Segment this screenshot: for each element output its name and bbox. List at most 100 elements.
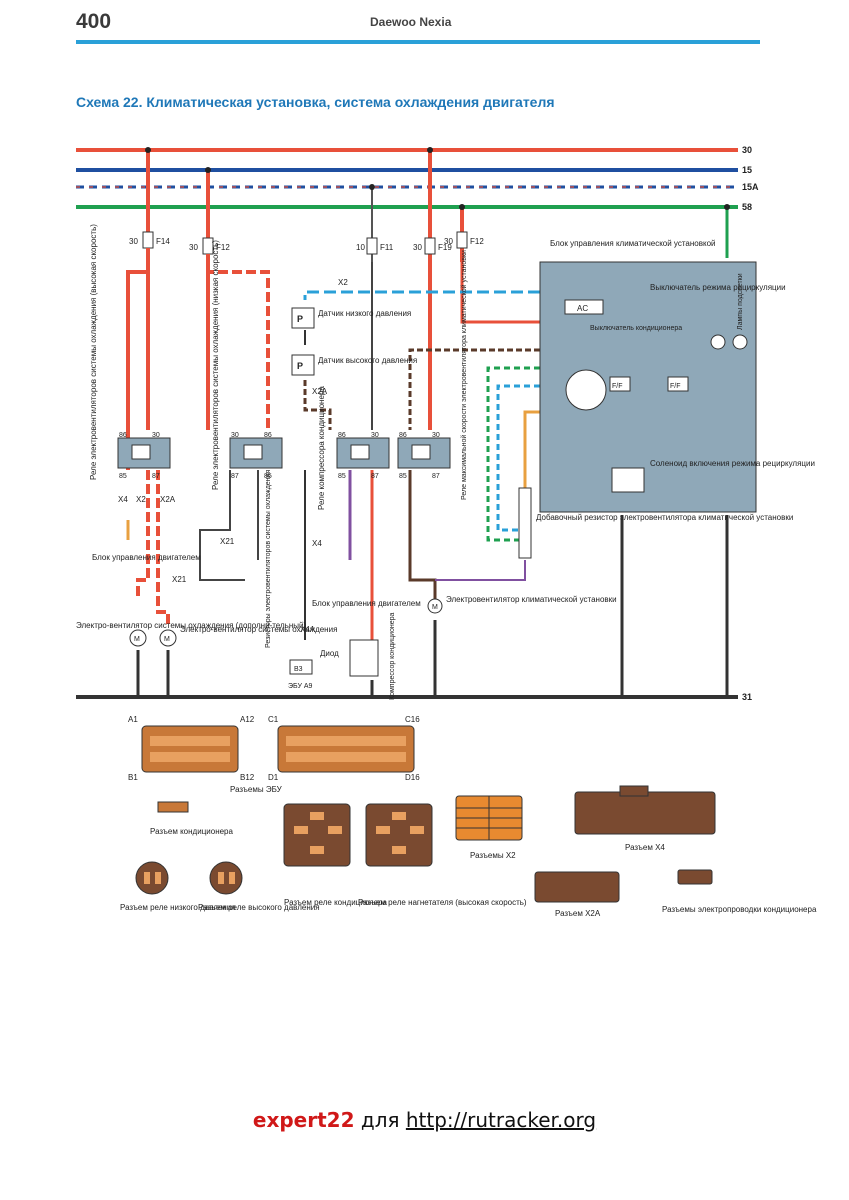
- ecu-pin-a12: A12: [240, 715, 255, 724]
- svg-text:P: P: [297, 314, 303, 324]
- diagram-title: Схема 22. Климатическая установка, систе…: [76, 94, 555, 110]
- connector-x2-label: X2: [338, 278, 348, 287]
- svg-text:85: 85: [338, 473, 346, 480]
- connector-x4-label: X4: [118, 495, 128, 504]
- ac-connector: [157, 801, 189, 813]
- relay-blower-connector-label: Разъем реле нагнетателя (высокая скорост…: [358, 898, 527, 907]
- svg-text:87: 87: [371, 473, 379, 480]
- motor-extra-fan: M: [129, 629, 147, 647]
- footer-link[interactable]: http://rutracker.org: [405, 1108, 597, 1132]
- ecu-block-label-1: Блок управления двигателем: [92, 553, 201, 562]
- svg-text:87: 87: [432, 473, 440, 480]
- svg-text:30: 30: [432, 432, 440, 439]
- x4-connector: [574, 785, 716, 835]
- climate-block-label: Блок управления климатической установкой: [550, 239, 715, 248]
- wiring: [126, 248, 540, 650]
- compressor-box: [349, 639, 379, 677]
- ecu-pin-d1: D1: [268, 773, 279, 782]
- page-number: 400: [76, 10, 112, 33]
- connector-x2-left-label: X2: [136, 495, 146, 504]
- ecu-pin-b1: B1: [128, 773, 138, 782]
- pressure-high-connector: [209, 861, 243, 895]
- connector-x21-label: X21: [172, 575, 187, 584]
- svg-text:P: P: [297, 361, 303, 371]
- svg-text:M: M: [432, 604, 438, 611]
- fan-extra-label: Электро-вентилятор системы охлаждения (д…: [76, 621, 306, 630]
- add-resistor-label: Добавочный резистор электровентилятора к…: [536, 513, 793, 522]
- relay-low-label: Реле электровентиляторов системы охлажде…: [211, 240, 220, 490]
- climate-control-block: AC F/F F/F: [539, 261, 757, 513]
- ac-connector-label: Разъем кондиционера: [150, 827, 234, 836]
- relay-blower-connector: [365, 803, 433, 867]
- sensor-low-pressure: P Датчик низкого давления: [291, 307, 411, 329]
- relay-ac-connector: [283, 803, 351, 867]
- compressor-label: Компрессор кондиционера: [389, 612, 396, 700]
- fan-main-label: Электро-вентилятор системы охлаждения: [180, 625, 337, 634]
- svg-text:30: 30: [129, 237, 138, 246]
- svg-text:30: 30: [152, 432, 160, 439]
- relay-high-label: Реле электровентиляторов системы охлажде…: [89, 224, 98, 480]
- header-rule: [76, 40, 760, 44]
- ecu-connector-cd: [277, 725, 415, 773]
- ground-drops: [136, 515, 729, 697]
- x2-connector: [455, 795, 523, 841]
- svg-text:Датчик высокого давления: Датчик высокого давления: [318, 356, 417, 365]
- svg-text:Датчик низкого давления: Датчик низкого давления: [318, 309, 411, 318]
- ecu-a9-label: ЭБУ А9: [288, 683, 313, 690]
- svg-text:F19: F19: [438, 243, 452, 252]
- rail-label-15a: 15A: [742, 182, 759, 192]
- ecu-pin-a1: A1: [128, 715, 138, 724]
- relay-max-label: Реле максимальной скорости электровентил…: [460, 250, 468, 500]
- relay-high-speed: 86 30 85 87: [117, 432, 171, 480]
- connector-x2a-left-label: X2A: [160, 495, 176, 504]
- svg-text:F/F: F/F: [612, 383, 623, 390]
- fuse-f11: 10 F11: [356, 237, 394, 255]
- svg-text:AC: AC: [577, 304, 588, 313]
- climate-fan-label: Электровентилятор климатической установк…: [446, 595, 617, 604]
- connector-x4a-label: X4A: [300, 625, 316, 634]
- rail-junctions: [145, 147, 730, 210]
- svg-text:30: 30: [189, 243, 198, 252]
- svg-text:F/F: F/F: [670, 383, 681, 390]
- lamps-label: Лампы подсветки: [737, 273, 744, 330]
- svg-text:F14: F14: [156, 237, 170, 246]
- ecu-pin-c1: C1: [268, 715, 279, 724]
- svg-text:86: 86: [264, 432, 272, 439]
- connector-x21-b-label: X21: [220, 537, 235, 546]
- svg-text:87: 87: [231, 473, 239, 480]
- add-resistor: [518, 487, 532, 559]
- ac-switch-label: Выключатель кондиционера: [590, 325, 682, 332]
- rail-label-58: 58: [742, 202, 752, 212]
- ecu-connector-ab: [141, 725, 239, 773]
- ecu-connectors-title: Разъемы ЭБУ: [230, 785, 283, 794]
- rail-label-30: 30: [742, 145, 752, 155]
- footer-middle: для: [360, 1108, 400, 1132]
- svg-text:M: M: [164, 636, 170, 643]
- x2a-connector-label: Разъем X2A: [555, 909, 601, 918]
- relay-low-connector-label: Разъем реле низкого давления: [120, 903, 236, 912]
- svg-text:85: 85: [119, 473, 127, 480]
- svg-text:30: 30: [413, 243, 422, 252]
- fuse-f19: 30 F19: [413, 237, 452, 255]
- svg-text:F11: F11: [380, 243, 394, 252]
- solenoid-label: Соленоид включения режима рециркуляции: [650, 459, 815, 468]
- diode-label: Диод: [320, 649, 339, 658]
- x2-connector-label: Разъемы X2: [470, 851, 516, 860]
- ecu-pin-b12: B12: [240, 773, 255, 782]
- rail-label-15: 15: [742, 165, 752, 175]
- svg-text:86: 86: [119, 432, 127, 439]
- svg-text:30: 30: [371, 432, 379, 439]
- wiring-connector-label: Разъемы электропроводки кондиционера: [662, 905, 817, 914]
- connector-x4-mid-label: X4: [312, 539, 322, 548]
- svg-text:M: M: [134, 636, 140, 643]
- b3-label: B3: [294, 666, 303, 673]
- svg-text:86: 86: [399, 432, 407, 439]
- rail-label-31: 31: [742, 692, 752, 702]
- svg-text:87: 87: [152, 473, 160, 480]
- book-title: Daewoo Nexia: [370, 15, 452, 29]
- svg-text:30: 30: [231, 432, 239, 439]
- relay-ac-connector-label: Разъем реле кондиционера: [284, 898, 387, 907]
